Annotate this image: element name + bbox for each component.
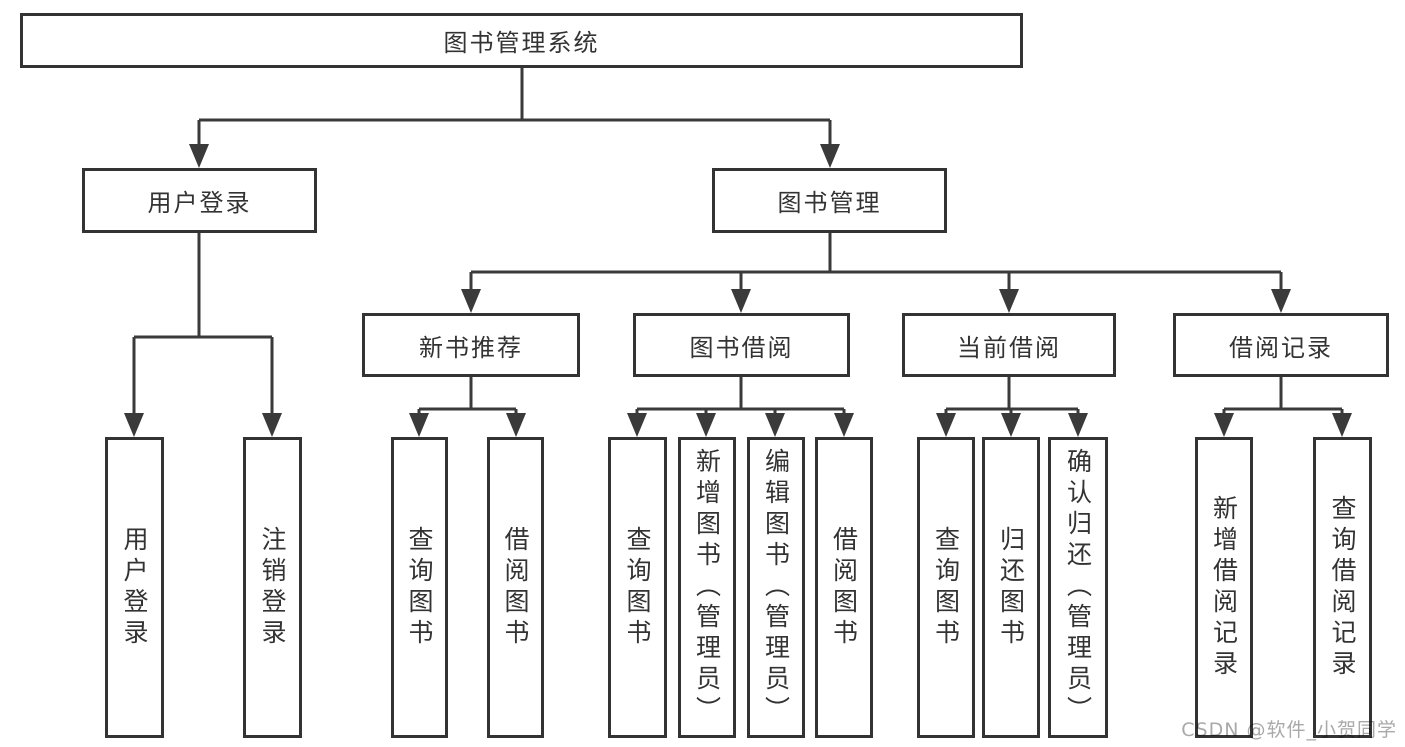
leaf-query-borrow-record: 查询借阅记录 [1313, 437, 1372, 738]
node-new-book-recommend: 新书推荐 [362, 313, 580, 377]
node-user-login: 用户登录 [82, 168, 317, 233]
arrow-down-icon [936, 413, 956, 437]
leaf-borrow-book: 借阅图书 [815, 437, 873, 738]
leaf-confirm-return-admin: 确认归还（管理员） [1048, 437, 1108, 738]
arrow-down-icon [1332, 413, 1352, 437]
arrow-down-icon [409, 413, 429, 437]
connector-book-management-to-level3 [461, 233, 1291, 313]
arrow-down-icon [765, 413, 785, 437]
node-book-borrowing: 图书借阅 [633, 313, 850, 377]
arrow-down-icon [1214, 413, 1234, 437]
connector-new-book-recommend-to-leaves [409, 377, 526, 437]
node-root-system: 图书管理系统 [20, 13, 1023, 68]
arrow-down-icon [124, 413, 144, 437]
arrow-down-icon [262, 413, 282, 437]
leaf-add-borrow-record: 新增借阅记录 [1195, 437, 1253, 738]
arrow-down-icon [1271, 289, 1291, 313]
leaf-borrow-book-recommend: 借阅图书 [487, 437, 544, 738]
node-current-borrowing: 当前借阅 [902, 313, 1116, 377]
leaf-query-book-recommend: 查询图书 [391, 437, 448, 738]
leaf-user-login: 用户登录 [105, 437, 164, 738]
arrow-down-icon [1001, 413, 1021, 437]
watermark-text: CSDN @软件_小贺同学 [1181, 719, 1397, 741]
leaf-return-book: 归还图书 [982, 437, 1040, 738]
connector-root-to-level2 [189, 68, 840, 168]
arrow-down-icon [189, 144, 209, 168]
arrow-down-icon [461, 289, 481, 313]
arrow-down-icon [1068, 413, 1088, 437]
connector-user-login-to-leaves [124, 233, 282, 437]
leaf-query-book-current: 查询图书 [917, 437, 975, 738]
connector-borrowing-records-to-leaves [1214, 377, 1352, 437]
node-borrowing-records: 借阅记录 [1173, 313, 1389, 377]
arrow-down-icon [820, 144, 840, 168]
leaf-query-book-borrowing: 查询图书 [608, 437, 667, 738]
leaf-edit-book-admin: 编辑图书（管理员） [747, 437, 805, 738]
arrow-down-icon [506, 413, 526, 437]
leaf-add-book-admin: 新增图书（管理员） [678, 437, 736, 738]
connector-book-borrowing-to-leaves [627, 377, 854, 437]
leaf-logout: 注销登录 [243, 437, 302, 738]
node-book-management: 图书管理 [712, 168, 947, 233]
arrow-down-icon [731, 289, 751, 313]
arrow-down-icon [627, 413, 647, 437]
connector-current-borrowing-to-leaves [936, 377, 1088, 437]
arrow-down-icon [834, 413, 854, 437]
arrow-down-icon [999, 289, 1019, 313]
arrow-down-icon [696, 413, 716, 437]
